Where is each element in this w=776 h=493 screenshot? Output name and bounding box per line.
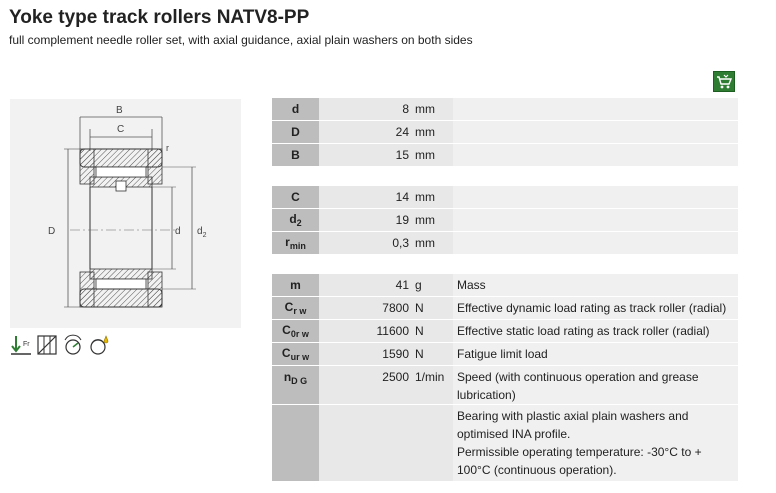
symbol-cell: Cur w — [272, 342, 319, 366]
unit-cell: N — [413, 296, 453, 320]
symbol-cell: nD G — [272, 365, 319, 405]
symbol-cell: Cr w — [272, 296, 319, 320]
value-cell: 15 — [319, 143, 413, 167]
label-r: r — [166, 143, 169, 153]
shopping-cart-icon[interactable] — [713, 71, 735, 92]
desc-cell — [453, 143, 738, 167]
desc-cell — [453, 208, 738, 232]
unit-cell: mm — [413, 120, 453, 144]
note-line: Bearing with plastic axial plain washers… — [457, 409, 689, 441]
table-row: d2 19 mm — [272, 208, 738, 232]
unit-cell: mm — [413, 208, 453, 232]
unit-cell: mm — [413, 186, 453, 209]
table-row: m 41 g Mass — [272, 274, 738, 297]
dimensions-table-secondary: C 14 mm d2 19 mm rmin 0,3 mm — [272, 186, 738, 255]
unit-cell: 1/min — [413, 365, 453, 405]
table-row: C0r w 11600 N Effective static load rati… — [272, 319, 738, 343]
unit-cell: N — [413, 342, 453, 366]
desc-cell: Effective static load rating as track ro… — [453, 319, 738, 343]
table-row: Bearing with plastic axial plain washers… — [272, 404, 738, 482]
svg-text:Fr: Fr — [23, 341, 30, 348]
unit-cell: g — [413, 274, 453, 297]
lubrication-icon[interactable] — [88, 334, 110, 356]
symbol-cell: D — [272, 120, 319, 144]
value-cell: 0,3 — [319, 231, 413, 255]
page-title: Yoke type track rollers NATV8-PP — [9, 7, 310, 28]
label-d: d — [175, 226, 181, 237]
desc-cell — [453, 231, 738, 255]
sealing-icon[interactable] — [36, 334, 58, 356]
desc-cell: Speed (with continuous operation and gre… — [453, 365, 738, 405]
symbol-cell: d2 — [272, 208, 319, 232]
notes-cell: Bearing with plastic axial plain washers… — [453, 404, 738, 482]
unit-cell: N — [413, 319, 453, 343]
table-row: C 14 mm — [272, 186, 738, 209]
symbol-cell: B — [272, 143, 319, 167]
value-cell — [319, 404, 413, 482]
value-cell: 2500 — [319, 365, 413, 405]
desc-cell — [453, 186, 738, 209]
label-C: C — [117, 124, 124, 135]
radial-load-icon[interactable]: Fr — [10, 334, 32, 356]
table-row: nD G 2500 1/min Speed (with continuous o… — [272, 365, 738, 405]
value-cell: 41 — [319, 274, 413, 297]
label-D: D — [48, 226, 55, 237]
symbol-cell: rmin — [272, 231, 319, 255]
properties-table: m 41 g Mass Cr w 7800 N Effective dynami… — [272, 274, 738, 482]
value-cell: 8 — [319, 98, 413, 121]
symbol-cell: d — [272, 98, 319, 121]
note-line: Permissible operating temperature: -30°C… — [457, 445, 702, 477]
table-row: D 24 mm — [272, 120, 738, 144]
technical-drawing: B C r D d — [10, 99, 241, 328]
desc-cell: Fatigue limit load — [453, 342, 738, 366]
page-subtitle: full complement needle roller set, with … — [9, 33, 473, 47]
value-cell: 11600 — [319, 319, 413, 343]
symbol-cell: m — [272, 274, 319, 297]
desc-cell: Mass — [453, 274, 738, 297]
table-row: Cur w 1590 N Fatigue limit load — [272, 342, 738, 366]
symbol-cell — [272, 404, 319, 482]
unit-cell: mm — [413, 231, 453, 255]
symbol-cell: C — [272, 186, 319, 209]
table-row: rmin 0,3 mm — [272, 231, 738, 255]
label-d2: d2 — [197, 226, 207, 239]
dimensions-table-main: d 8 mm D 24 mm B 15 mm — [272, 98, 738, 167]
table-row: Cr w 7800 N Effective dynamic load ratin… — [272, 296, 738, 320]
value-cell: 14 — [319, 186, 413, 209]
table-row: d 8 mm — [272, 98, 738, 121]
speed-icon[interactable] — [62, 334, 84, 356]
value-cell: 7800 — [319, 296, 413, 320]
unit-cell — [413, 404, 453, 482]
desc-cell — [453, 98, 738, 121]
table-row: B 15 mm — [272, 143, 738, 167]
symbol-cell: C0r w — [272, 319, 319, 343]
desc-cell — [453, 120, 738, 144]
desc-cell: Effective dynamic load rating as track r… — [453, 296, 738, 320]
unit-cell: mm — [413, 143, 453, 167]
label-B: B — [116, 105, 123, 116]
unit-cell: mm — [413, 98, 453, 121]
value-cell: 1590 — [319, 342, 413, 366]
value-cell: 19 — [319, 208, 413, 232]
value-cell: 24 — [319, 120, 413, 144]
